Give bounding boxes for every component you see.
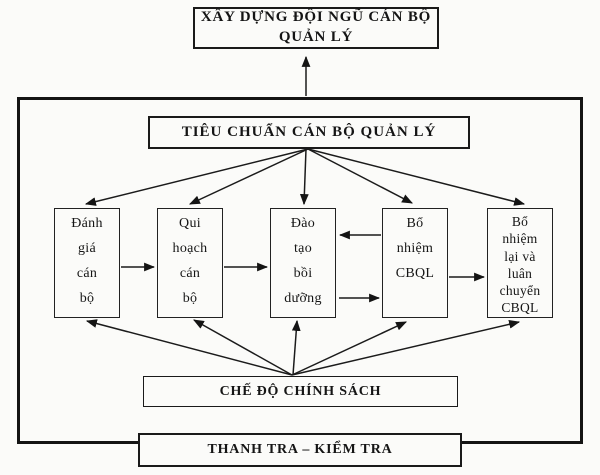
arrow-standards-to-bo-nhiem-lai xyxy=(307,148,526,206)
process-box-bo-nhiem-lai-luan-chuyen-cbql: Bổ nhiệm lại và luân chuyển CBQL xyxy=(487,208,553,318)
inspection-box-label: THANH TRA – KIỂM TRA xyxy=(207,442,393,457)
arrow-standards-to-dao-tao xyxy=(299,148,309,206)
standards-box: TIÊU CHUẨN CÁN BỘ QUẢN LÝ xyxy=(148,116,470,149)
process-box-label: Qui hoạch cán bộ xyxy=(172,216,208,306)
process-box-label: Bổ nhiệm lại và luân chuyển CBQL xyxy=(499,214,541,316)
process-box-danh-gia-can-bo: Đánh giá cán bộ xyxy=(54,208,120,318)
standards-box-label: TIÊU CHUẨN CÁN BỘ QUẢN LÝ xyxy=(181,124,437,140)
process-box-dao-tao-boi-duong: Đào tạo bồi dưỡng xyxy=(270,208,336,318)
policy-box: CHẾ ĐỘ CHÍNH SÁCH xyxy=(143,376,458,407)
inspection-box: THANH TRA – KIỂM TRA xyxy=(138,433,462,467)
process-box-label: Đào tạo bồi dưỡng xyxy=(284,216,322,306)
process-box-label: Bổ nhiệm CBQL xyxy=(395,216,435,281)
arrow-standards-to-qui-hoach xyxy=(189,148,309,205)
arrow-standards-to-danh-gia xyxy=(84,148,309,206)
policy-box-label: CHẾ ĐỘ CHÍNH SÁCH xyxy=(219,383,382,399)
arrow-policy-to-bo-nhiem xyxy=(291,321,407,376)
title-box-label: XÂY DỰNG ĐỘI NGŨ CÁN BỘ QUẢN LÝ xyxy=(200,9,432,45)
arrow-policy-to-dao-tao xyxy=(291,319,301,376)
arrow-policy-to-qui-hoach xyxy=(193,319,293,376)
process-box-qui-hoach-can-bo: Qui hoạch cán bộ xyxy=(157,208,223,318)
arrow-policy-to-bo-nhiem-lai xyxy=(291,319,521,376)
title-box: XÂY DỰNG ĐỘI NGŨ CÁN BỘ QUẢN LÝ xyxy=(193,7,439,49)
process-box-bo-nhiem-cbql: Bổ nhiệm CBQL xyxy=(382,208,448,318)
arrow-standards-to-bo-nhiem xyxy=(307,148,413,204)
arrow-policy-to-danh-gia xyxy=(85,319,293,376)
process-box-label: Đánh giá cán bộ xyxy=(71,216,103,306)
